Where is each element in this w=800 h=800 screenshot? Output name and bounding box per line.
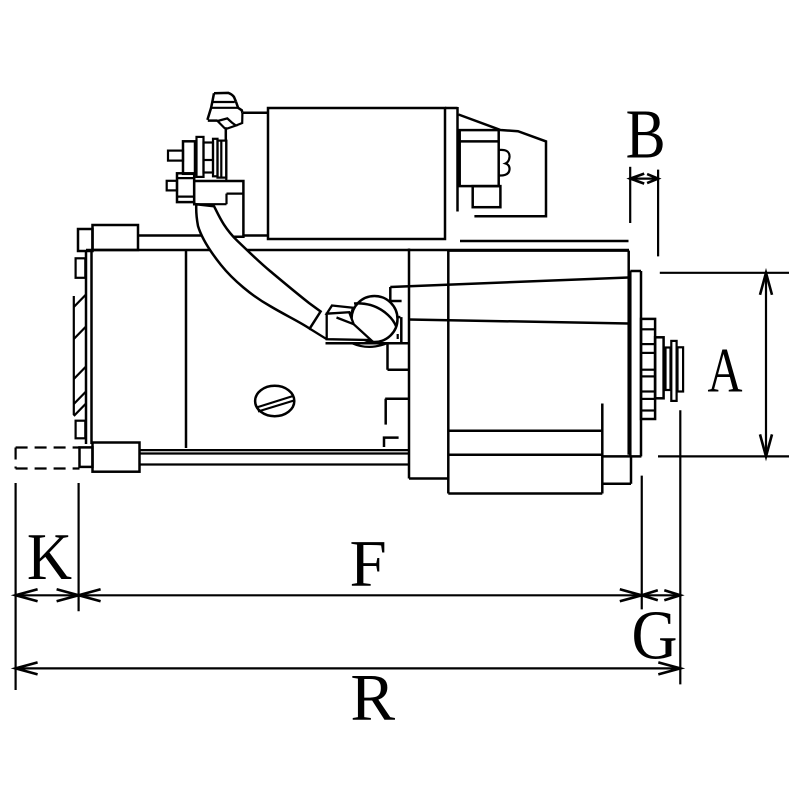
svg-text:B: B xyxy=(626,97,666,174)
svg-text:F: F xyxy=(349,527,386,601)
svg-text:K: K xyxy=(27,520,72,594)
svg-text:G: G xyxy=(632,598,678,675)
svg-text:R: R xyxy=(350,661,395,735)
svg-text:A: A xyxy=(708,335,743,405)
